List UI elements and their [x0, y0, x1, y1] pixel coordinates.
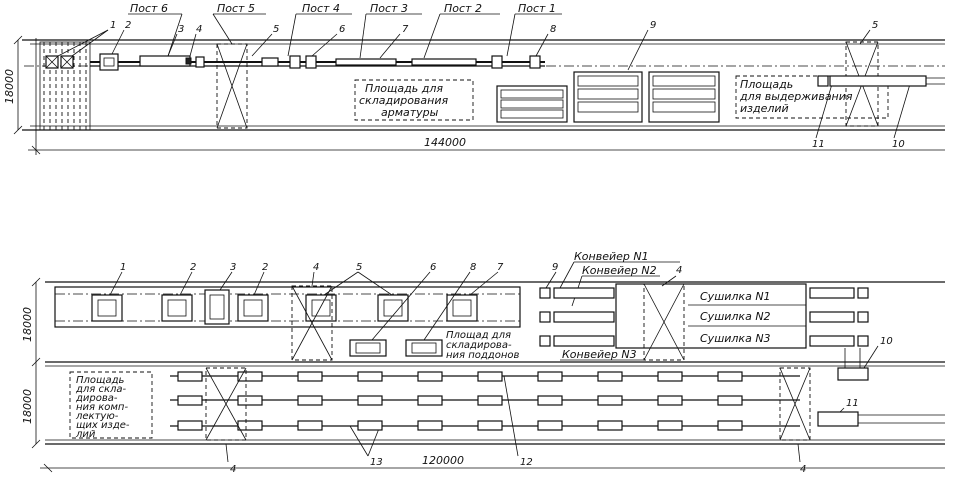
- pallet-area-line-3: ния поддонов: [446, 350, 519, 361]
- holding-area-line-3: изделий: [740, 102, 789, 115]
- bottom-callout-4b: 4: [676, 265, 682, 276]
- bottom-length-dimension: 120000: [422, 454, 464, 467]
- post-labels: Пост 6 Пост 5 Пост 4 Пост 3 Пост 2 Пост …: [128, 2, 562, 59]
- kit-area-line-4: ния комп-: [76, 402, 128, 413]
- bottom-callout-7: 7: [497, 262, 504, 273]
- top-callout-7: 7: [402, 24, 409, 35]
- holding-area: Площадь для выдерживания изделий: [735, 41, 945, 127]
- holding-area-line-1: Площадь: [740, 78, 793, 91]
- dryer-1-label: Сушилка N1: [700, 290, 771, 303]
- bottom-callout-13: 13: [370, 457, 383, 468]
- top-callout-2: 2: [125, 20, 131, 31]
- kit-area-line-1: Площадь: [76, 375, 124, 386]
- bottom-callout-4d: 4: [800, 464, 806, 475]
- top-product-stacks: [496, 71, 720, 123]
- top-callout-5b: 5: [872, 20, 878, 31]
- top-callout-4: 4: [196, 24, 202, 35]
- top-callout-6: 6: [339, 24, 345, 35]
- top-callout-5a: 5: [273, 24, 279, 35]
- conveyor-1-label: Конвейер N1: [574, 250, 649, 263]
- conveyor-dryer-section: Конвейер N1 Конвейер N2 Конвейер N3 Суши…: [539, 250, 869, 381]
- top-callout-3: 3: [178, 24, 184, 35]
- post-4-label: Пост 4: [302, 2, 340, 15]
- bottom-callout-6: 6: [430, 262, 436, 273]
- conveyor-3-label: Конвейер N3: [562, 348, 637, 361]
- bottom-callout-2a: 2: [190, 262, 196, 273]
- kit-area-line-7: лий: [75, 429, 96, 440]
- top-production-line: [90, 53, 545, 71]
- top-width-dimension: 18000: [3, 69, 16, 104]
- kit-area-line-2: для скла-: [75, 384, 127, 395]
- post-5-label: Пост 5: [217, 2, 255, 15]
- top-dimensions: 18000 144000: [3, 35, 945, 155]
- top-callouts: 1 2 3 4 5 6 7 8 9 5 11 10: [57, 20, 911, 150]
- pallet-area-line-1: Площад для: [446, 330, 511, 341]
- post-3-label: Пост 3: [370, 2, 408, 15]
- kit-area-line-3: дирова-: [75, 393, 118, 404]
- pallet-storage-area: Площад для складирова- ния поддонов: [446, 330, 519, 361]
- bottom-width-dimension-lower: 18000: [21, 389, 34, 424]
- post-6-label: Пост 6: [130, 2, 168, 15]
- kit-area-line-5: лектую-: [75, 411, 119, 422]
- bottom-callout-4a: 4: [313, 262, 319, 273]
- dryer-2-label: Сушилка N2: [700, 310, 771, 323]
- rebar-area-line-1: Площадь для: [365, 82, 443, 95]
- post-1-label: Пост 1: [518, 2, 556, 15]
- rebar-area-line-3: арматуры: [381, 106, 439, 119]
- kit-storage-area: Площадь для скла- дирова- ния комп- лект…: [69, 371, 153, 440]
- rebar-area-line-2: складирования: [359, 94, 448, 107]
- bottom-width-dimension-upper: 18000: [21, 307, 34, 342]
- bottom-callout-5: 5: [356, 262, 362, 273]
- bottom-callout-3: 3: [230, 262, 236, 273]
- pallet-area-line-2: складирова-: [446, 340, 512, 351]
- bottom-callout-12: 12: [520, 457, 533, 468]
- bottom-callout-2b: 2: [262, 262, 268, 273]
- dryer-3-label: Сушилка N3: [700, 332, 771, 345]
- top-callout-8: 8: [550, 24, 556, 35]
- top-callout-1: 1: [110, 20, 116, 31]
- holding-area-line-2: для выдерживания: [739, 90, 853, 103]
- top-crane-zone: [216, 43, 248, 129]
- post-2-label: Пост 2: [444, 2, 482, 15]
- bottom-callout-10: 10: [880, 336, 893, 347]
- lower-bay-lines: [170, 367, 945, 441]
- bottom-callout-1: 1: [120, 262, 126, 273]
- bottom-dimensions: 18000 18000 120000: [21, 277, 945, 473]
- conveyor-2-label: Конвейер N2: [582, 264, 657, 277]
- bottom-callout-8: 8: [470, 262, 476, 273]
- bottom-callout-11: 11: [846, 398, 859, 409]
- kit-area-line-6: щих изде-: [76, 420, 130, 431]
- top-length-dimension: 144000: [424, 136, 466, 149]
- top-plan: Пост 6 Пост 5 Пост 4 Пост 3 Пост 2 Пост …: [3, 2, 945, 155]
- top-callout-10: 10: [892, 139, 905, 150]
- bottom-callout-9: 9: [552, 262, 558, 273]
- forming-line: [54, 285, 521, 361]
- top-callout-9: 9: [650, 20, 656, 31]
- bottom-callout-4c: 4: [230, 464, 236, 475]
- bottom-callouts: 1 2 3 2 4 5 6 8 7 9 4 10 11: [109, 262, 893, 475]
- bottom-plan: 1 2 3 2 4 5 6 8 7 9 4 10 11: [21, 250, 945, 475]
- top-callout-11: 11: [812, 139, 825, 150]
- top-hatched-end-zone: [39, 41, 91, 131]
- rebar-storage-area: Площадь для складирования арматуры: [354, 79, 474, 121]
